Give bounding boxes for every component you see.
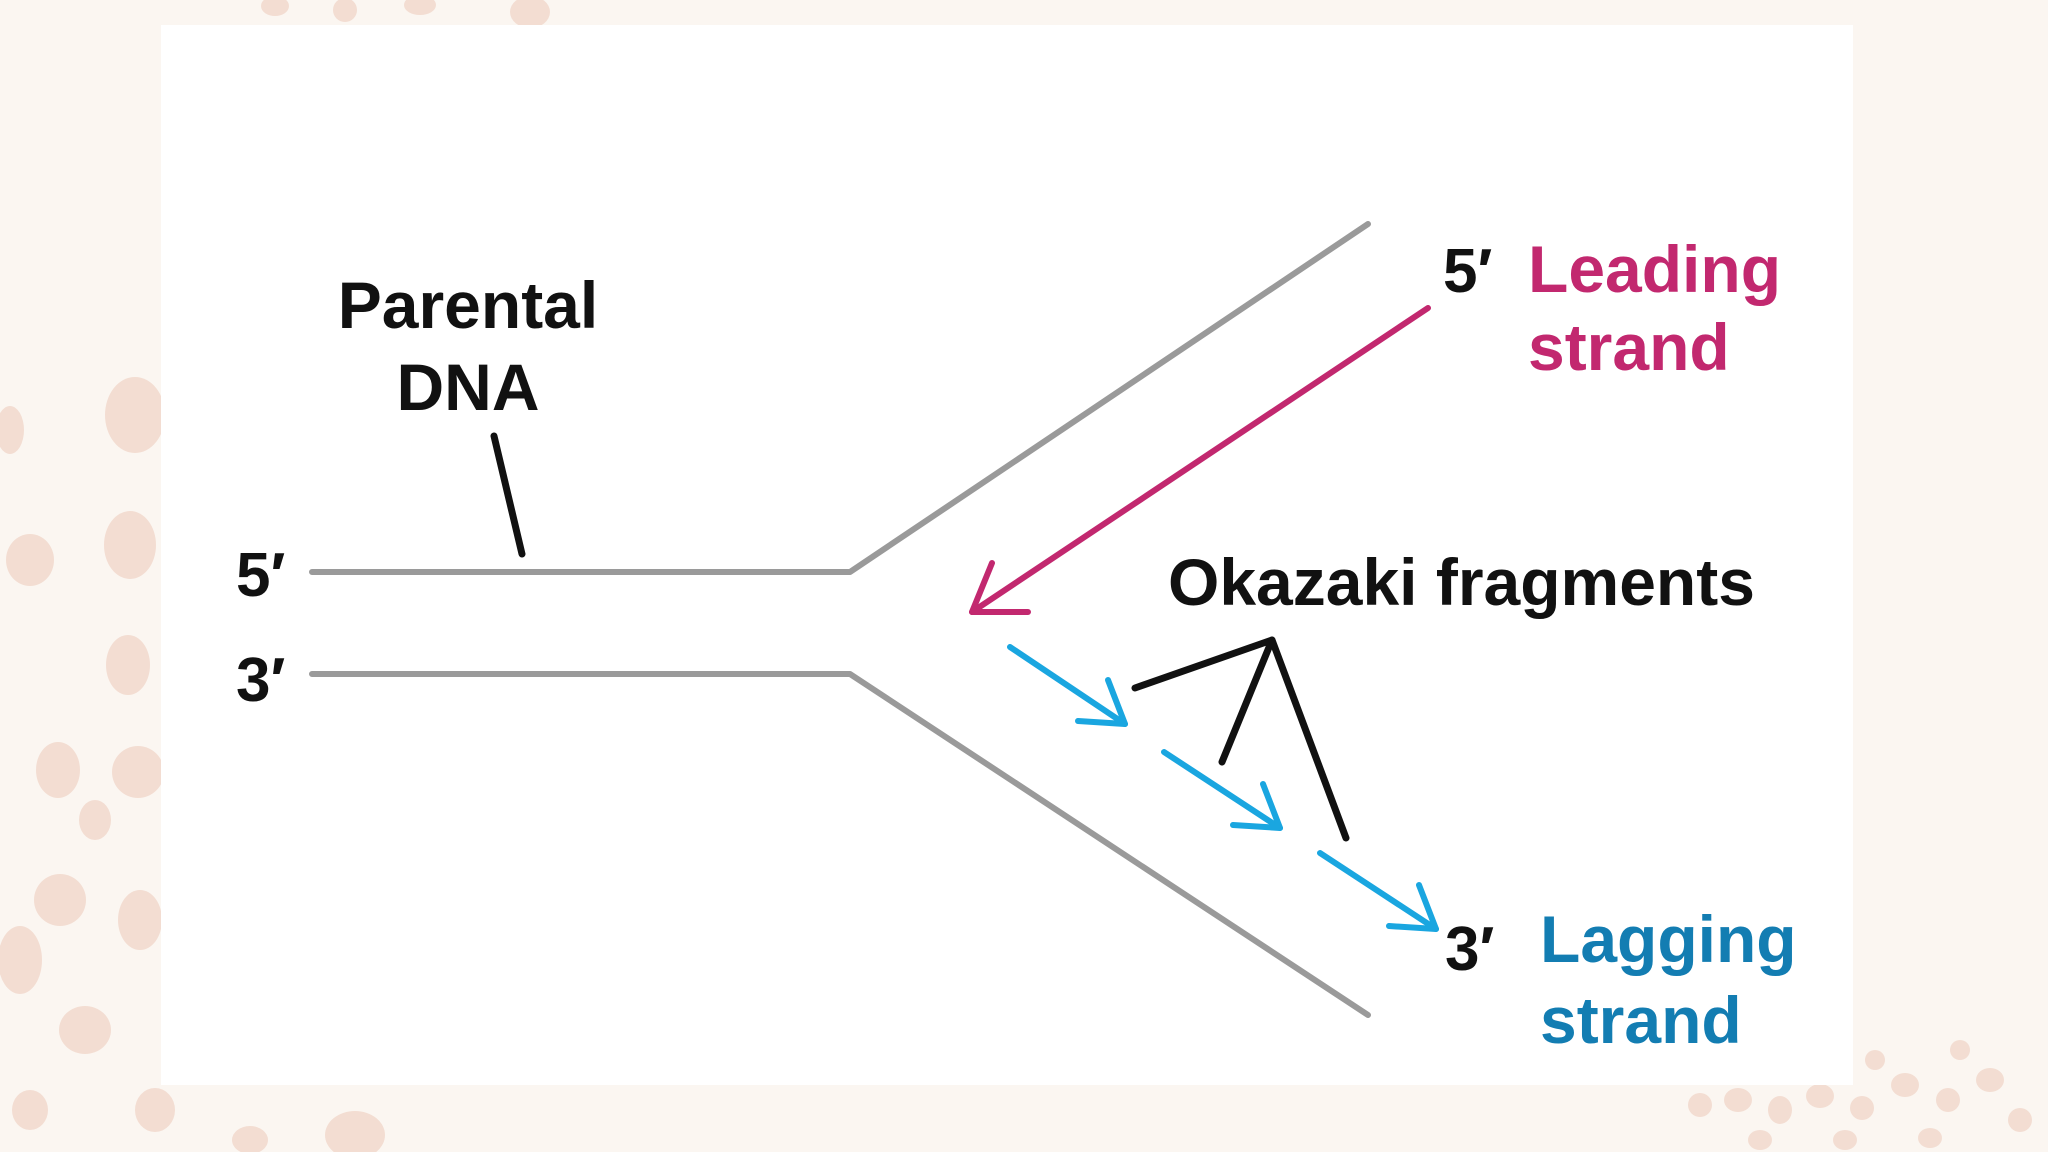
leading-strand-label-line2: strand (1528, 310, 1730, 384)
diagram-card (161, 25, 1853, 1085)
parental-top-strand (309, 221, 1371, 575)
right-5-prime-label: 5′ (1443, 237, 1492, 306)
parental-dna-pointer (490, 432, 526, 558)
okazaki-fragment-3 (1317, 850, 1439, 932)
lagging-strand-label-line2: strand (1540, 983, 1742, 1057)
okazaki-pointer-lines (1131, 636, 1350, 842)
leading-strand-arrow (969, 305, 1431, 615)
right-3-prime-label: 3′ (1445, 915, 1494, 984)
parental-dna-label-line1: Parental (338, 268, 598, 342)
leading-strand-label-line1: Leading (1528, 232, 1781, 306)
okazaki-fragment-2 (1161, 749, 1283, 831)
lagging-strand-label-line1: Lagging (1540, 902, 1797, 976)
parental-bottom-strand (309, 671, 1371, 1018)
left-5-prime-label: 5′ (236, 541, 285, 610)
left-3-prime-label: 3′ (236, 646, 285, 715)
okazaki-fragment-1 (1007, 644, 1128, 727)
parental-dna-label-line2: DNA (397, 350, 540, 424)
okazaki-fragments-label: Okazaki fragments (1168, 545, 1755, 619)
